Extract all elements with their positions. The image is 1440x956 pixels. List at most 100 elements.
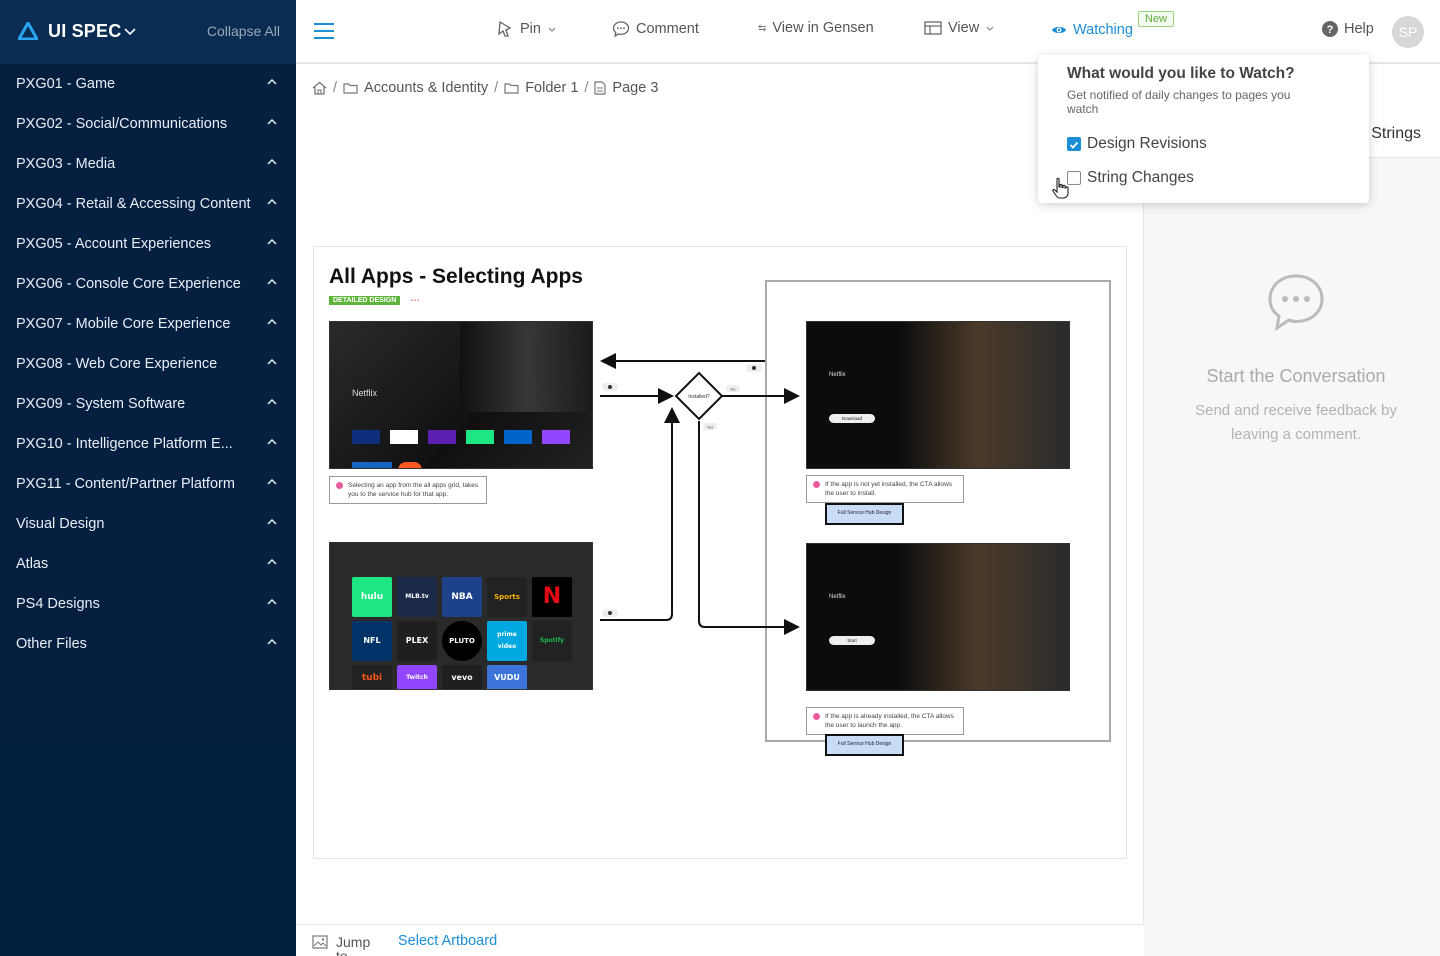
screen-netflix-not-installed: Netflix Download [806, 321, 1070, 469]
sidebar-item-other-files[interactable]: Other Files [0, 624, 296, 664]
tile-twitch: Twitch [397, 665, 437, 689]
note-not-installed: If the app is not yet installed, the CTA… [806, 475, 964, 503]
tile-spotify: Spotify [532, 621, 572, 661]
tile-pluto: PLUTO [442, 621, 482, 661]
tile-sports: Sports [487, 577, 527, 617]
chevron-up-icon[interactable] [266, 396, 278, 408]
help-icon: ? [1322, 21, 1338, 37]
collapse-all-button[interactable]: Collapse All [206, 23, 280, 39]
screen-netflix-installed: Netflix Start [806, 543, 1070, 691]
sidebar-item-visual-design[interactable]: Visual Design [0, 504, 296, 544]
tile-nfl: NFL [352, 621, 392, 661]
watching-button[interactable]: Watching [1051, 22, 1133, 38]
select-artboard-link[interactable]: Select Artboard [398, 933, 498, 949]
cta-full-service-hub: Full Service Hub Design [825, 503, 904, 525]
arrow-yes-branch [698, 421, 800, 635]
tile-netflix: N [532, 577, 572, 617]
chevron-up-icon[interactable] [266, 316, 278, 328]
breadcrumb: / Accounts & Identity / Folder 1 / Page … [312, 80, 658, 96]
artboard-canvas[interactable]: All Apps - Selecting Apps DETAILED DESIG… [313, 246, 1127, 859]
document-icon [594, 81, 607, 95]
chevron-up-icon[interactable] [266, 436, 278, 448]
breadcrumb-item-accounts[interactable]: Accounts & Identity [364, 80, 489, 96]
sidebar-item-label: PXG10 - Intelligence Platform E... [16, 436, 233, 452]
screen-app-grid: hulu MLB.tv NBA Sports N NFL PLEX PLUTO … [329, 542, 593, 690]
netflix-label: Netflix [352, 388, 378, 398]
chevron-up-icon[interactable] [266, 116, 278, 128]
chevron-up-icon[interactable] [266, 156, 278, 168]
hand-cursor-icon [1052, 177, 1069, 199]
chevron-up-icon[interactable] [266, 636, 278, 648]
top-toolbar: Pin Comment ⇆ View in Gensen View Watchi… [296, 0, 1440, 64]
sidebar-item-pxg03[interactable]: PXG03 - Media [0, 144, 296, 184]
checkbox-unchecked[interactable] [1067, 171, 1081, 185]
chevron-up-icon[interactable] [266, 556, 278, 568]
sidebar-item-ps4-designs[interactable]: PS4 Designs [0, 584, 296, 624]
home-icon[interactable] [312, 81, 327, 95]
pin-button[interactable]: Pin [496, 20, 557, 38]
sidebar-item-pxg01[interactable]: PXG01 - Game [0, 64, 296, 104]
interaction-dot [608, 611, 612, 615]
sidebar-item-pxg10[interactable]: PXG10 - Intelligence Platform E... [0, 424, 296, 464]
app-tile [398, 462, 422, 468]
sidebar-item-pxg08[interactable]: PXG08 - Web Core Experience [0, 344, 296, 384]
yes-pill [703, 423, 717, 430]
tab-strings[interactable]: Strings [1371, 125, 1421, 142]
view-menu-button[interactable]: View [924, 20, 995, 36]
empty-state-text: Send and receive feedback by leaving a c… [1195, 402, 1397, 443]
no-label: No [730, 387, 736, 392]
chevron-up-icon[interactable] [266, 76, 278, 88]
sidebar-item-pxg05[interactable]: PXG05 - Account Experiences [0, 224, 296, 264]
sidebar-item-label: PXG09 - System Software [16, 396, 186, 412]
chevron-up-icon[interactable] [266, 276, 278, 288]
sidebar-item-label: PXG02 - Social/Communications [16, 116, 228, 132]
chevron-up-icon[interactable] [266, 236, 278, 248]
hamburger-menu-icon[interactable] [314, 22, 334, 40]
jump-to-button[interactable]: Jump to [312, 935, 376, 956]
chevron-down-icon[interactable] [123, 25, 137, 39]
watch-popover-title: What would you like to Watch? [1067, 65, 1295, 82]
breadcrumb-item-folder[interactable]: Folder 1 [525, 80, 579, 96]
tag-dots: • • • [411, 298, 420, 304]
chevron-up-icon[interactable] [266, 356, 278, 368]
tile-tubi: tubi [352, 665, 392, 689]
option-string-changes[interactable]: String Changes [1067, 169, 1194, 187]
conversation-icon [1268, 274, 1324, 332]
decision-label: Installed? [688, 394, 710, 400]
view-in-gensen-button[interactable]: ⇆ View in Gensen [758, 20, 874, 36]
view-in-label: View in Gensen [772, 20, 874, 36]
option-label: String Changes [1087, 169, 1194, 186]
sidebar-item-pxg06[interactable]: PXG06 - Console Core Experience [0, 264, 296, 304]
sidebar-item-pxg07[interactable]: PXG07 - Mobile Core Experience [0, 304, 296, 344]
sidebar-item-label: PXG08 - Web Core Experience [16, 356, 218, 372]
avatar[interactable]: SP [1392, 16, 1424, 48]
app-tile [542, 430, 570, 444]
sidebar-item-atlas[interactable]: Atlas [0, 544, 296, 584]
comment-button[interactable]: Comment [612, 20, 699, 38]
sidebar-item-label: Atlas [16, 556, 49, 572]
sidebar-item-pxg02[interactable]: PXG02 - Social/Communications [0, 104, 296, 144]
chevron-up-icon[interactable] [266, 196, 278, 208]
tile-hulu: hulu [352, 577, 392, 617]
checkbox-checked[interactable] [1067, 137, 1081, 151]
chevron-up-icon[interactable] [266, 596, 278, 608]
chevron-up-icon[interactable] [266, 476, 278, 488]
sidebar-item-label: PXG05 - Account Experiences [16, 236, 212, 252]
sidebar-item-pxg04[interactable]: PXG04 - Retail & Accessing Content [0, 184, 296, 224]
sidebar-item-label: PXG06 - Console Core Experience [16, 276, 241, 292]
breadcrumb-separator: / [333, 80, 338, 96]
chevron-down-icon [986, 26, 994, 31]
chevron-up-icon[interactable] [266, 516, 278, 528]
option-design-revisions[interactable]: Design Revisions [1067, 135, 1207, 153]
pin-label: Pin [520, 21, 541, 37]
sidebar-item-label: PXG04 - Retail & Accessing Content [16, 196, 251, 212]
decision-diamond [674, 371, 724, 421]
sidebar-item-pxg11[interactable]: PXG11 - Content/Partner Platform [0, 464, 296, 504]
app-name[interactable]: UI SPEC [48, 21, 122, 41]
swap-icon: ⇆ [758, 22, 767, 34]
yes-label: Yes [707, 425, 714, 430]
breadcrumb-item-page: Page 3 [612, 80, 659, 96]
help-button[interactable]: ? Help [1322, 21, 1374, 37]
sidebar-item-pxg09[interactable]: PXG09 - System Software [0, 384, 296, 424]
sidebar-item-label: PXG03 - Media [16, 156, 116, 172]
